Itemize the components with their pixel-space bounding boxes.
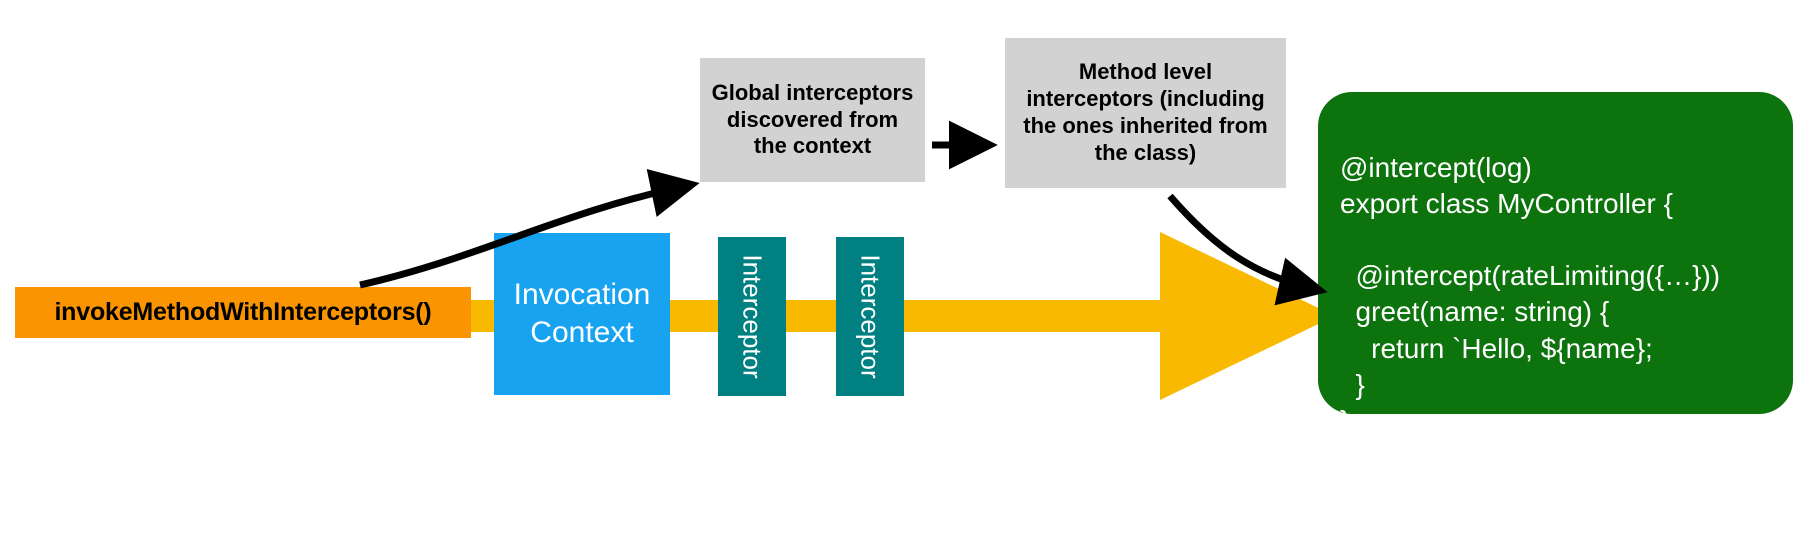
note-method-level-interceptors-label: Method level interceptors (including the… xyxy=(1023,59,1268,165)
interceptor-box-1[interactable]: Interceptor xyxy=(718,237,786,396)
note-global-interceptors-label: Global interceptors discovered from the … xyxy=(711,79,914,159)
code-panel-text: @intercept(log) export class MyControlle… xyxy=(1340,152,1721,436)
invocation-context-line1: Invocation xyxy=(513,277,651,311)
interceptor-box-2[interactable]: Interceptor xyxy=(836,237,904,396)
invocation-context-line2: Context xyxy=(530,316,634,349)
entry-point-box[interactable]: invokeMethodWithInterceptors() xyxy=(15,287,471,338)
entry-point-label: invokeMethodWithInterceptors() xyxy=(54,298,432,326)
pipeline-arrowhead xyxy=(1160,232,1335,400)
interceptor-label-2: Interceptor xyxy=(855,254,886,379)
note-global-interceptors[interactable]: Global interceptors discovered from the … xyxy=(700,58,925,182)
interceptor-label-1: Interceptor xyxy=(737,254,768,379)
code-panel[interactable]: @intercept(log) export class MyControlle… xyxy=(1318,92,1793,436)
note-method-level-interceptors[interactable]: Method level interceptors (including the… xyxy=(1005,38,1286,188)
